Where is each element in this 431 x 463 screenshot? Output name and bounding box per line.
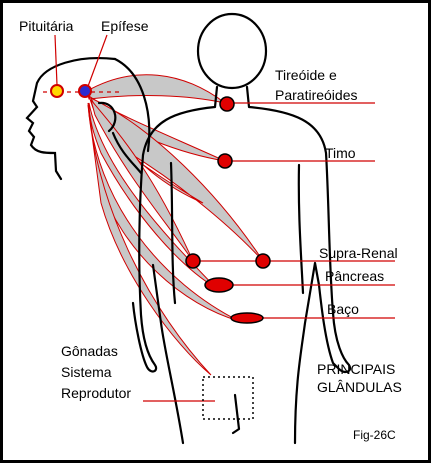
supra-renal-gland-left	[185, 253, 201, 269]
label-timo: Timo	[325, 145, 356, 161]
label-gonadas-line1: Gônadas	[61, 343, 118, 359]
glands-diagram-art	[25, 12, 395, 445]
epifise-gland	[78, 84, 92, 98]
glands	[50, 84, 271, 324]
body-left-side	[131, 85, 219, 373]
timo-gland	[217, 153, 233, 169]
body-crotch	[231, 393, 241, 435]
title-line1: PRINCIPAIS	[317, 361, 396, 377]
nerve-to-pancreas	[88, 102, 217, 289]
nerve-to-gonadas	[87, 104, 212, 376]
body-outline	[131, 12, 352, 445]
label-gonadas-line2: Sistema	[61, 364, 112, 380]
gonadas-box	[202, 376, 254, 420]
body-right-inner-arm	[297, 163, 305, 295]
nerve-to-tireoide	[86, 74, 226, 104]
pituitaria-gland	[50, 84, 64, 98]
label-baco: Baço	[327, 301, 359, 317]
figure-caption: Fig-26C	[353, 428, 396, 442]
head-profile-neck	[111, 131, 143, 175]
supra-renal-gland-right	[255, 253, 271, 269]
label-gonadas-line3: Reprodutor	[61, 385, 132, 401]
title-line2: GLÂNDULAS	[317, 379, 402, 395]
leader-pituitaria	[54, 34, 58, 86]
pancreas-gland	[204, 277, 234, 293]
label-supra-renal: Supra-Renal	[319, 245, 398, 261]
head-profile-ear	[97, 101, 117, 133]
label-tireoide-line2: Paratireóides	[275, 87, 358, 103]
label-tireoide-line1: Tireóide e	[275, 67, 337, 83]
label-pancreas: Pâncreas	[325, 268, 385, 284]
nerve-fibers	[86, 74, 264, 376]
body-right-side	[245, 85, 352, 445]
baco-gland	[230, 312, 264, 324]
leader-epifise	[86, 34, 108, 90]
body-left-inner-arm	[169, 161, 177, 305]
tireoide-gland	[219, 96, 235, 112]
label-epifise: Epífese	[101, 18, 149, 34]
body-left-leg	[151, 263, 185, 445]
label-pituitaria: Pituitária	[19, 18, 74, 34]
body-head	[196, 12, 268, 90]
head-profile-face	[25, 57, 117, 181]
